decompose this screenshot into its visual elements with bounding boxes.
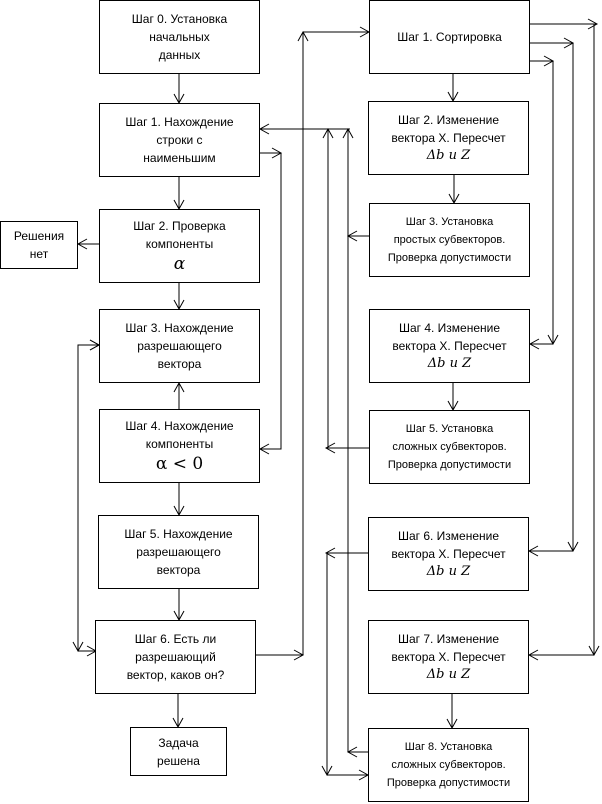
box-line: Задача <box>158 735 199 750</box>
box-math: Δb и Z <box>426 148 471 163</box>
right-step1-box: Шаг 1. Сортировка <box>369 0 530 74</box>
left-step5-box: Шаг 5. Нахождение разрешающего вектора <box>98 515 259 589</box>
no-solution-box: Решения нет <box>0 221 78 269</box>
box-line: разрешающего <box>137 339 222 353</box>
box-math: Δb и Z <box>426 667 471 682</box>
box-math: Δb и Z <box>427 356 472 371</box>
arrowhead-icon <box>258 443 270 455</box>
box-math: Δb и Z <box>426 564 471 579</box>
right-step7-box: Шаг 7. Изменение вектора X. Пересчет Δb … <box>368 620 529 694</box>
box-line: решена <box>157 753 200 768</box>
box-line: Шаг 6. Есть ли <box>134 632 217 646</box>
right-step2-box: Шаг 2. Изменение вектора X. Пересчет Δb … <box>368 101 529 175</box>
connector-line <box>260 153 282 450</box>
box-line: Шаг 4. Изменение <box>398 321 501 335</box>
box-line: вектора X. Пересчет <box>392 339 507 353</box>
box-line: наименьшим <box>143 151 216 165</box>
left-step6-box: Шаг 6. Есть ли разрешающий вектор, каков… <box>95 620 256 694</box>
left-step1-box: Шаг 1. Нахождение строки с наименьшим <box>99 103 260 177</box>
box-line: Решения <box>13 229 65 243</box>
box-line: разрешающий <box>135 650 216 664</box>
box-line: нет <box>29 247 49 261</box>
right-step8-box: Шаг 8. Установка сложных субвекторов. Пр… <box>368 728 529 802</box>
arrowhead-icon <box>527 649 539 661</box>
left-step2-box: Шаг 2. Проверка компоненты α <box>99 209 260 283</box>
left-step3-box: Шаг 3. Нахождение разрешающего вектора <box>99 309 260 383</box>
box-line: вектор, каков он? <box>126 668 225 682</box>
box-line: вектора <box>157 357 202 371</box>
right-step6-box: Шаг 6. Изменение вектора X. Пересчет Δb … <box>368 517 529 591</box>
box-line: разрешающего <box>136 545 221 559</box>
box-line: Шаг 2. Изменение <box>397 113 500 127</box>
arrowhead-icon <box>322 127 334 139</box>
box-line: Шаг 6. Изменение <box>397 529 500 543</box>
arrowhead-icon <box>258 123 270 135</box>
box-line: вектора X. Пересчет <box>391 547 506 561</box>
box-line: вектора X. Пересчет <box>391 131 506 145</box>
arrowhead-icon <box>587 18 599 30</box>
box-math: α < 0 <box>155 454 204 474</box>
arrowhead-icon <box>173 381 185 393</box>
box-line: Шаг 4. Нахождение <box>125 419 234 433</box>
arrowhead-icon <box>324 547 336 559</box>
box-line: Шаг 5. Установка <box>405 423 494 435</box>
box-line: Проверка допустимости <box>387 252 512 264</box>
box-line: Шаг 1. Сортировка <box>397 30 502 44</box>
box-line: вектора <box>156 563 201 577</box>
box-line: Проверка допустимости <box>386 777 511 789</box>
box-line: Шаг 7. Изменение <box>397 632 500 646</box>
box-line: простых субвекторов. <box>393 234 506 246</box>
box-line: Шаг 3. Нахождение <box>125 321 234 335</box>
right-step3-box: Шаг 3. Установка простых субвекторов. Пр… <box>369 203 530 277</box>
box-line: компоненты <box>145 437 214 451</box>
right-step5-box: Шаг 5. Установка сложных субвекторов. Пр… <box>369 410 530 484</box>
arrowhead-icon <box>527 545 539 557</box>
arrowhead-icon <box>76 238 88 250</box>
arrowhead-icon <box>324 442 336 454</box>
box-line: Проверка допустимости <box>387 459 512 471</box>
arrowhead-icon <box>528 338 540 350</box>
right-step4-box: Шаг 4. Изменение вектора X. Пересчет Δb … <box>369 309 530 383</box>
box-line: компоненты <box>145 237 214 251</box>
box-line: Шаг 8. Установка <box>404 741 493 753</box>
box-line: Шаг 2. Проверка <box>133 219 226 233</box>
solved-box: Задача решена <box>130 727 227 776</box>
box-line: сложных субвекторов. <box>392 441 507 453</box>
box-line: сложных субвекторов. <box>391 759 506 771</box>
box-line: Шаг 0. Установка <box>131 12 228 26</box>
arrowhead-icon <box>342 127 354 139</box>
left-step0-box: Шаг 0. Установка начальных данных <box>99 0 260 74</box>
box-line: Шаг 5. Нахождение <box>124 527 233 541</box>
connector-line <box>77 344 99 651</box>
box-line: строки с <box>156 133 203 147</box>
box-line: вектора X. Пересчет <box>391 650 506 664</box>
box-line: данных <box>158 48 201 62</box>
box-math: α <box>173 254 186 274</box>
box-line: Шаг 3. Установка <box>405 216 494 228</box>
box-line: начальных <box>149 30 210 44</box>
box-line: Шаг 1. Нахождение <box>125 115 234 129</box>
left-step4-box: Шаг 4. Нахождение компоненты α < 0 <box>99 409 260 483</box>
